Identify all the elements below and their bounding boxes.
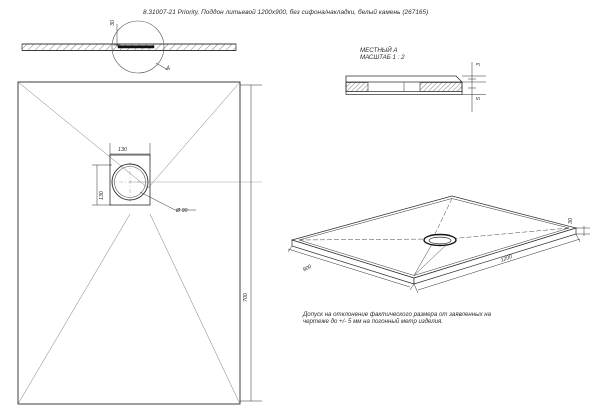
top-cross-section [21, 20, 237, 74]
section-callout-label-a: A [166, 66, 171, 72]
dimension-drain-diameter: Ø 90 [176, 208, 188, 214]
dimension-tray-depth: 700 [243, 293, 249, 302]
tolerance-note-line-1: Допуск на отклонение фактического размер… [303, 311, 492, 318]
dimension-section-thickness: 30 [110, 20, 116, 26]
dimension-detail-bottom: 5 [476, 97, 482, 100]
plan-view [17, 81, 262, 405]
local-detail-view-a [345, 62, 486, 112]
detail-view-scale: МАСШТАБ 1 : 2 [360, 54, 405, 61]
dimension-iso-height: 30 [568, 218, 574, 224]
drawing-title: 8.31007-21 Priority, Поддон литьевой 120… [143, 9, 429, 16]
dimension-drain-height: 130 [99, 191, 105, 200]
dimension-detail-top: 3 [476, 63, 482, 66]
detail-view-name: МЕСТНЫЙ А [360, 47, 398, 54]
tolerance-note-line-2: чертеже до +/- 5 мм на погонный метр изд… [303, 318, 444, 325]
dimension-drain-width: 130 [118, 147, 127, 153]
isometric-view [287, 195, 590, 294]
